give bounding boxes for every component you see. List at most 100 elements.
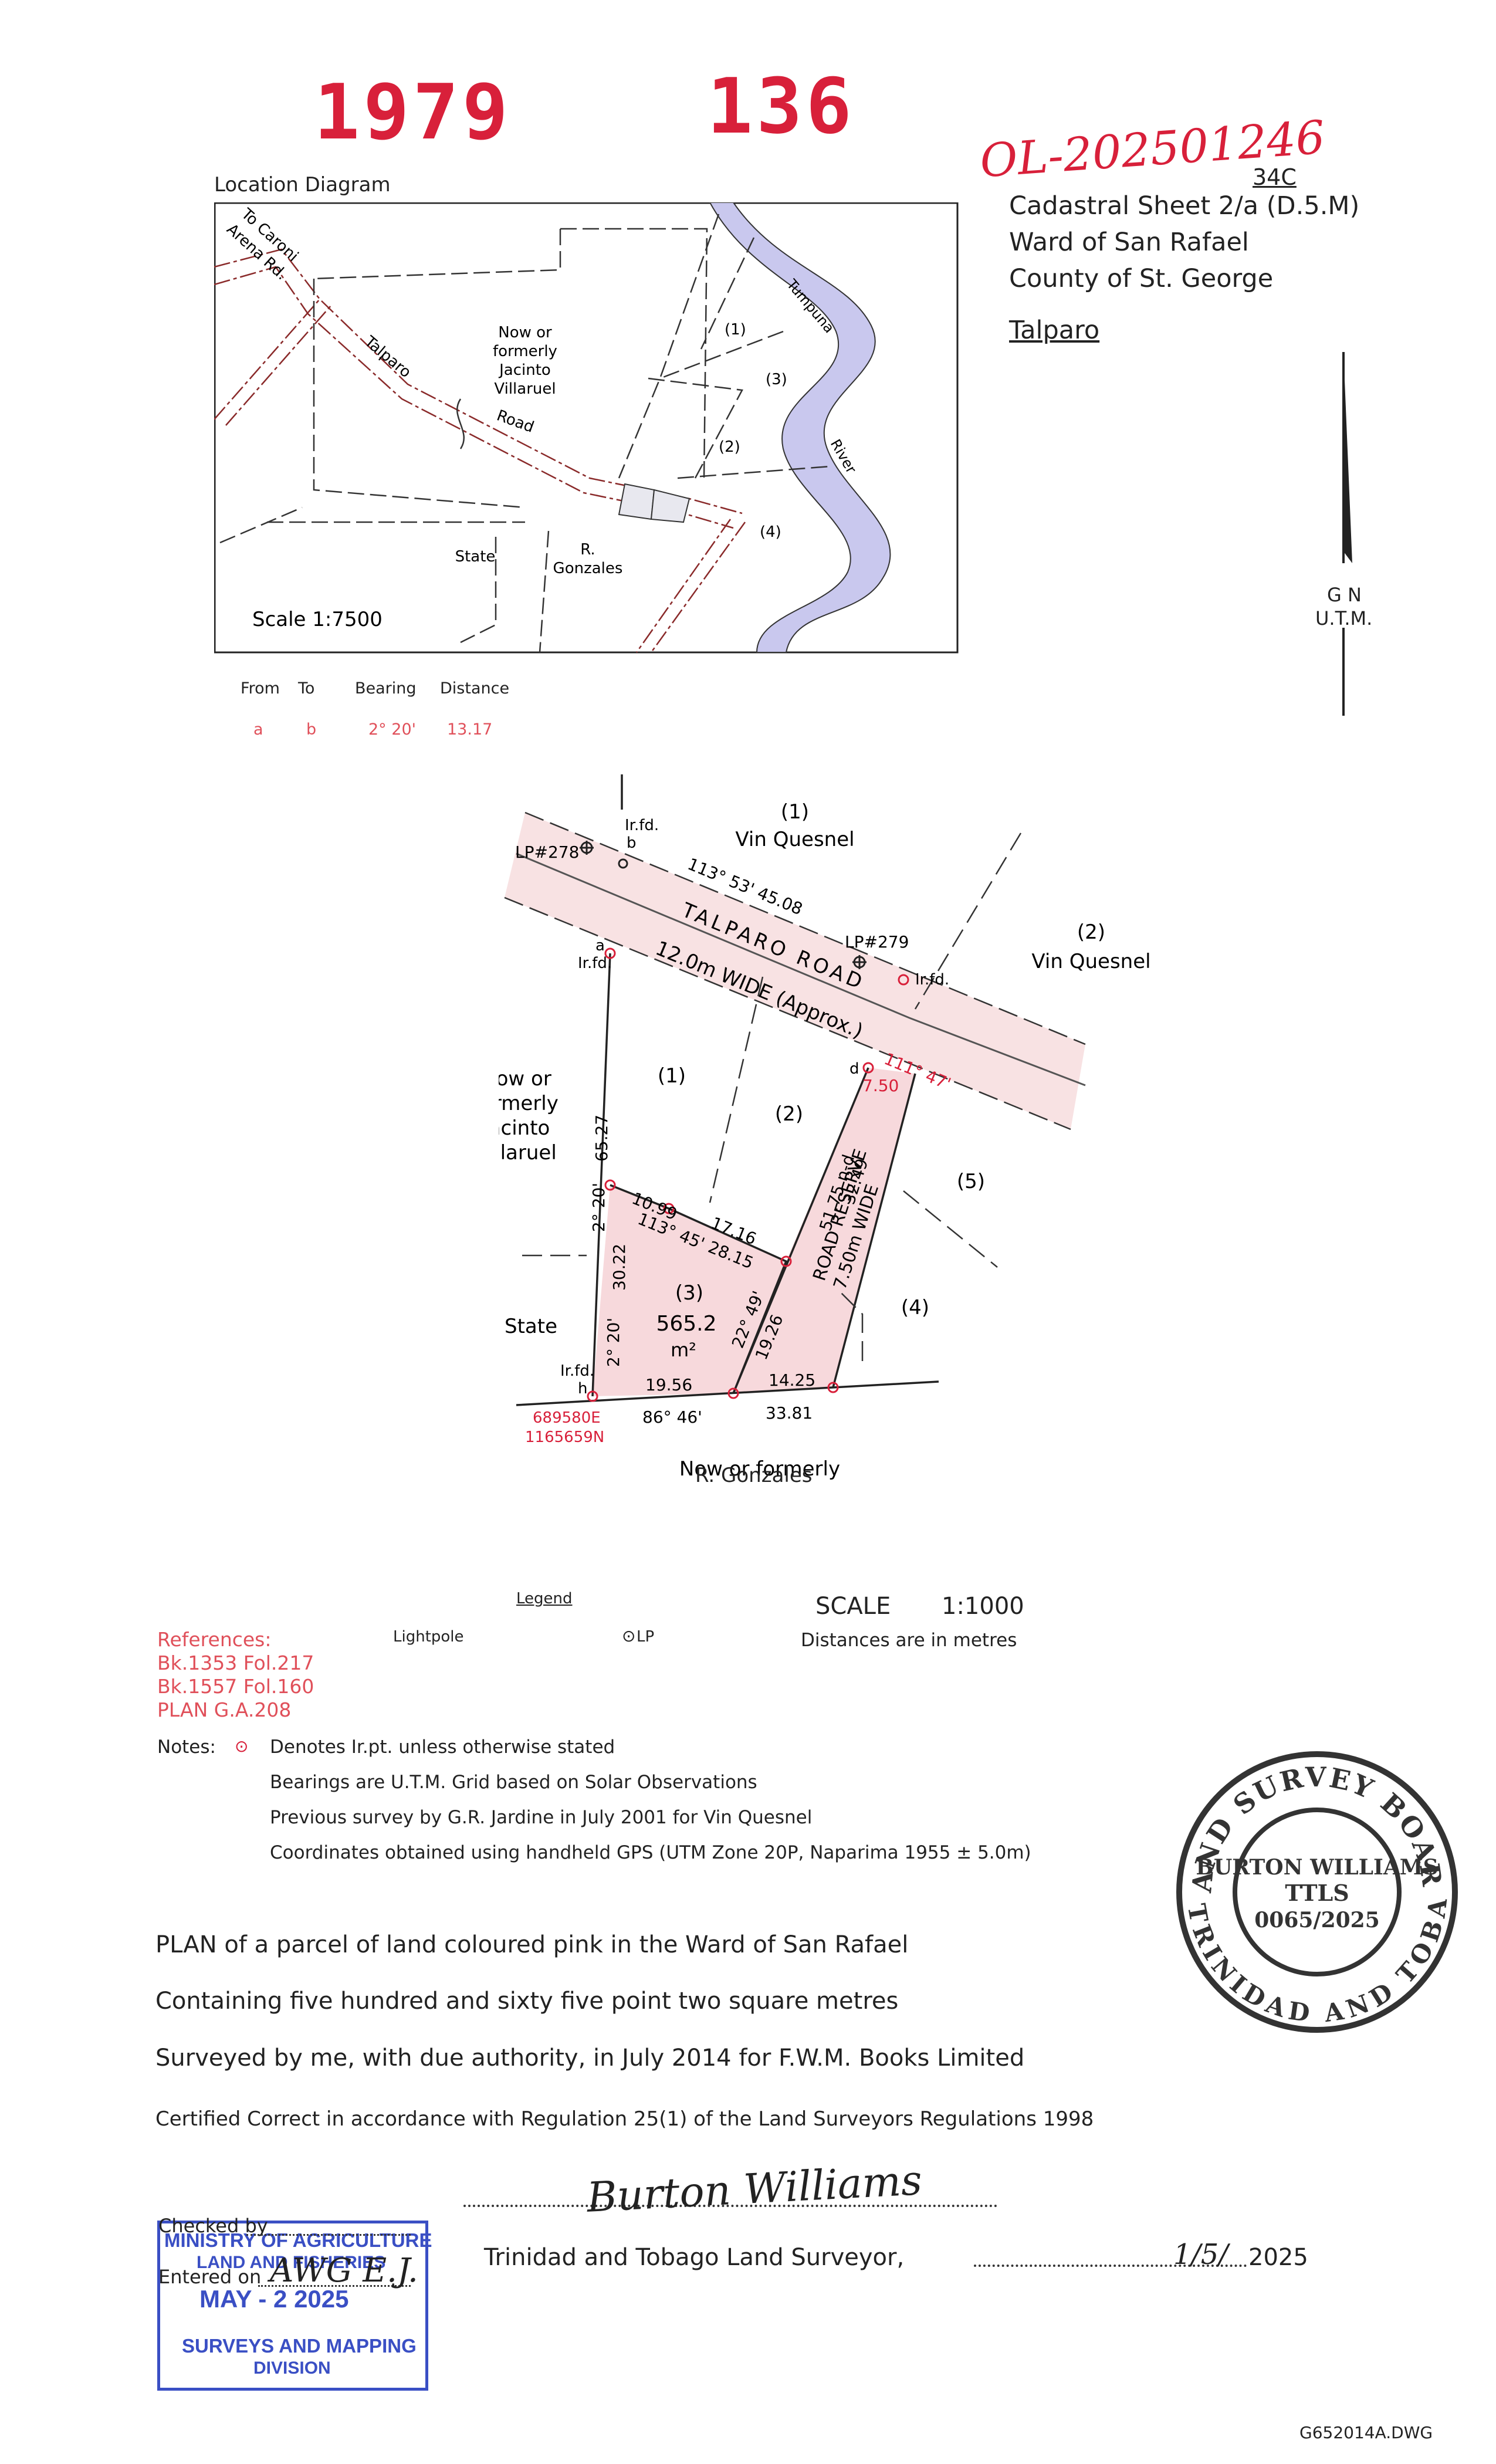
signature-date-day: 1/5/ xyxy=(1173,2238,1228,2271)
vin-quesnel-1-number: (1) xyxy=(781,800,809,824)
references-title: References: xyxy=(157,1628,272,1651)
ministry-initials: AWG E.J. xyxy=(270,2252,418,2290)
irfd-279-label: Ir.fd. xyxy=(915,971,949,989)
vin-quesnel-2-number: (2) xyxy=(1077,920,1105,944)
folio-number: 136 xyxy=(707,62,855,151)
lot-4-label: (4) xyxy=(901,1296,929,1319)
north-utm-label: U.T.M. xyxy=(1315,607,1373,629)
point-h-label: h xyxy=(578,1380,587,1397)
signature-dotted-line xyxy=(463,2205,997,2207)
plan-statement: PLAN of a parcel of land coloured pink i… xyxy=(155,1931,909,1958)
tumpuna-river xyxy=(709,202,891,653)
scale-units: Distances are in metres xyxy=(801,1630,1017,1651)
date-dotted-line xyxy=(974,2265,1247,2267)
vin-quesnel-1-label: Vin Quesnel xyxy=(735,828,854,851)
note-item-2: Bearings are U.T.M. Grid based on Solar … xyxy=(270,1772,757,1793)
lp278-label: LP#278 xyxy=(515,842,579,862)
bearing-header-distance: Distance xyxy=(440,679,510,698)
signature-date-year: 2025 xyxy=(1248,2244,1308,2271)
location-scale: Scale 1:7500 xyxy=(252,608,383,631)
owner-line-4: Villaruel xyxy=(499,1141,557,1165)
seal-ttls: TTLS xyxy=(1285,1880,1349,1906)
lot-2-label: (2) xyxy=(775,1102,803,1126)
survey-plan: LP#278 LP#279 Ir.fd. b Ir.fd. a Ir.fd. d… xyxy=(499,774,1151,1481)
bearing-header-to: To xyxy=(298,679,315,698)
legend-lp-symbol-icon: ⊙ xyxy=(622,1626,636,1646)
north-gn-label: G N xyxy=(1327,584,1362,606)
north-arrow xyxy=(1342,352,1352,716)
scale-label: SCALE xyxy=(815,1593,891,1620)
bearing-header-bearing: Bearing xyxy=(355,679,417,698)
location-diagram-title: Location Diagram xyxy=(214,173,391,197)
distance-33-81: 33.81 xyxy=(766,1403,813,1423)
point-b-label: b xyxy=(627,834,637,852)
owner-line-3: Jacinto xyxy=(499,1116,550,1140)
lot-3-label: (3) xyxy=(675,1281,703,1305)
owner-line-2: formerly xyxy=(499,1092,559,1115)
lot-5-label: (5) xyxy=(957,1170,985,1193)
land-survey-board-seal: LAND SURVEY BOARD OF TRINIDAD AND TOBAGO… xyxy=(1170,1745,1458,2033)
northing-label: 1165659N xyxy=(525,1429,604,1446)
lot-2-label: (2) xyxy=(719,438,740,456)
volume-number: 1979 xyxy=(314,67,512,157)
ministry-stamp-line-1: MINISTRY OF AGRICULTURE xyxy=(164,2229,432,2251)
lot-4-label: (4) xyxy=(760,523,781,541)
bearing-d-distance: 7.50 xyxy=(862,1076,899,1095)
parcel-3 xyxy=(593,1185,786,1396)
ministry-stamp-date: MAY - 2 2025 xyxy=(199,2285,349,2313)
notes-irpt-symbol-icon: ⊙ xyxy=(235,1737,249,1756)
county-label: County of St. George xyxy=(1009,264,1274,293)
irfd-a-label: Ir.fd. xyxy=(578,955,612,972)
state-label: State xyxy=(455,548,496,566)
gonzales-line-2: Gonzales xyxy=(553,560,623,577)
bearing-row-to: b xyxy=(306,720,317,739)
road-reserve xyxy=(733,1068,915,1393)
surveyor-signature: Burton Williams xyxy=(585,2156,923,2222)
cadastral-sheet: Cadastral Sheet 2/a (D.5.M) xyxy=(1009,191,1360,221)
reference-item-2: Bk.1557 Fol.160 xyxy=(157,1675,314,1698)
sheet-superscript: 34C xyxy=(1253,164,1297,190)
point-d-label: d xyxy=(849,1060,859,1078)
ministry-stamp-line-2: LAND AND FISHERIES xyxy=(197,2253,386,2272)
legend-lightpole: Lightpole xyxy=(393,1628,464,1646)
state-label: State xyxy=(505,1315,557,1338)
point-a-label: a xyxy=(595,937,605,955)
angle-2-20-a: 2° 20' xyxy=(589,1183,608,1232)
certified-statement: Certified Correct in accordance with Reg… xyxy=(155,2107,1094,2131)
angle-86-46: 86° 46' xyxy=(642,1407,702,1427)
note-item-1: Denotes Ir.pt. unless otherwise stated xyxy=(270,1737,615,1758)
note-item-4: Coordinates obtained using handheld GPS … xyxy=(270,1842,1031,1863)
irfd-b-label: Ir.fd. xyxy=(625,817,659,834)
note-item-3: Previous survey by G.R. Jardine in July … xyxy=(270,1807,813,1828)
notes-title: Notes: xyxy=(157,1737,216,1758)
distance-65-27: 65.27 xyxy=(592,1115,611,1162)
gonzales-line-2: R. Gonzales xyxy=(695,1464,813,1487)
district-label: Talparo xyxy=(1009,316,1100,345)
bearing-header-from: From xyxy=(241,679,280,698)
lot-1-label: (1) xyxy=(658,1064,686,1088)
bearing-row-bearing: 2° 20' xyxy=(368,720,417,739)
angle-2-20-b: 2° 20' xyxy=(604,1318,623,1367)
vin-quesnel-2-label: Vin Quesnel xyxy=(1031,950,1150,973)
drawing-id: G652014A.DWG xyxy=(1299,2423,1433,2442)
distance-19-56: 19.56 xyxy=(645,1375,692,1395)
seal-name: BURTON WILLIAMS xyxy=(1196,1855,1438,1880)
owner-line-4: Villaruel xyxy=(494,380,556,398)
distance-14-25: 14.25 xyxy=(769,1370,815,1390)
lot-1-label: (1) xyxy=(725,321,746,339)
gonzales-line-1: Now or formerly xyxy=(679,1457,840,1481)
entered-on-line xyxy=(258,2285,411,2287)
lp279-label: LP#279 xyxy=(845,932,909,952)
bearing-row-from: a xyxy=(253,720,263,739)
parcel-area-unit: m² xyxy=(671,1339,696,1361)
reference-item-1: Bk.1353 Fol.217 xyxy=(157,1651,314,1674)
scale-value: 1:1000 xyxy=(942,1593,1024,1620)
owner-line-3: Jacinto xyxy=(498,361,551,379)
bearing-row-distance: 13.17 xyxy=(447,720,493,739)
entered-on-label: Entered on xyxy=(158,2266,262,2288)
lot-3-label: (3) xyxy=(766,371,787,388)
owner-line-2: formerly xyxy=(493,343,557,360)
checked-by-line xyxy=(246,2234,411,2236)
ministry-stamp xyxy=(157,2221,428,2391)
ministry-stamp-line-5: DIVISION xyxy=(253,2358,331,2378)
